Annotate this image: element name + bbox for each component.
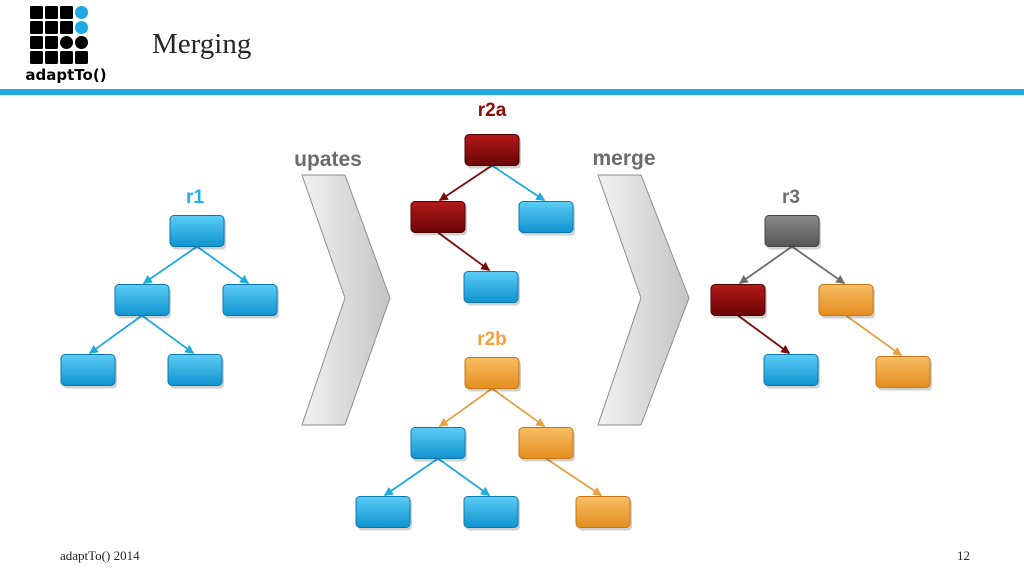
logo-dot <box>75 36 88 49</box>
r1-node-root <box>169 215 225 247</box>
logo-dot <box>75 21 88 34</box>
logo-dot <box>75 6 88 19</box>
r3-node-b <box>818 284 874 316</box>
r2b-node-a1 <box>355 496 411 528</box>
r1-node-a <box>114 284 170 316</box>
adaptto-logo <box>30 6 88 64</box>
updates-chevron <box>301 174 391 426</box>
r3-node-root <box>764 215 820 247</box>
r2a-node-b <box>518 201 574 233</box>
page-number: 12 <box>957 548 970 563</box>
logo-dot <box>60 36 73 49</box>
title-divider <box>0 89 1024 95</box>
r2b-edge-a-a2 <box>437 457 491 497</box>
logo-square <box>60 21 73 34</box>
logo-square <box>30 36 43 49</box>
r3-label: r3 <box>782 187 800 208</box>
r2b-edge-a-a1 <box>383 457 439 497</box>
footer-text: adaptTo() 2014 <box>60 548 140 563</box>
logo-square <box>30 21 43 34</box>
r1-edge-a-a2 <box>141 314 195 355</box>
logo-square <box>75 51 88 64</box>
logo-square <box>45 36 58 49</box>
logo-square <box>45 51 58 64</box>
r2a-edge-root-b <box>491 164 546 202</box>
logo-square <box>30 6 43 19</box>
logo-square <box>60 51 73 64</box>
r3-edge-root-b <box>791 245 846 285</box>
logo-text: adaptTo() <box>25 66 107 84</box>
page-title: Merging <box>152 28 252 60</box>
r1-edge-root-a <box>142 245 198 285</box>
r2b-label: r2b <box>477 329 507 350</box>
r2b-edge-root-b <box>491 387 546 428</box>
r2a-edge-root-a <box>438 164 493 202</box>
logo-square <box>45 21 58 34</box>
logo-square <box>30 51 43 64</box>
r2b-node-a2 <box>463 496 519 528</box>
r3-edge-a-a1 <box>737 314 791 355</box>
r3-node-b1 <box>875 356 931 388</box>
updates-label: upates <box>294 148 362 171</box>
r2a-edge-a-a1 <box>437 231 491 272</box>
r2b-edge-b-b1 <box>545 457 603 497</box>
r2b-node-root <box>464 357 520 389</box>
r2b-node-b <box>518 427 574 459</box>
r2b-edge-root-a <box>438 387 493 428</box>
r1-node-a1 <box>60 354 116 386</box>
r2a-node-root <box>464 134 520 166</box>
merge-chevron <box>597 174 690 426</box>
r3-edge-b-b1 <box>845 314 903 357</box>
r3-node-a1 <box>763 354 819 386</box>
r1-label: r1 <box>186 187 204 208</box>
r3-node-a <box>710 284 766 316</box>
r1-node-a2 <box>167 354 223 386</box>
logo-square <box>60 6 73 19</box>
r2a-node-a <box>410 201 466 233</box>
r2b-node-a <box>410 427 466 459</box>
r2a-label: r2a <box>478 100 507 121</box>
r1-node-b <box>222 284 278 316</box>
r2b-node-b1 <box>575 496 631 528</box>
r1-edge-a-a1 <box>88 314 143 355</box>
merge-label: merge <box>592 147 655 170</box>
r1-edge-root-b <box>196 245 250 285</box>
logo-square <box>45 6 58 19</box>
r3-edge-root-a <box>738 245 793 285</box>
r2a-node-a1 <box>463 271 519 303</box>
